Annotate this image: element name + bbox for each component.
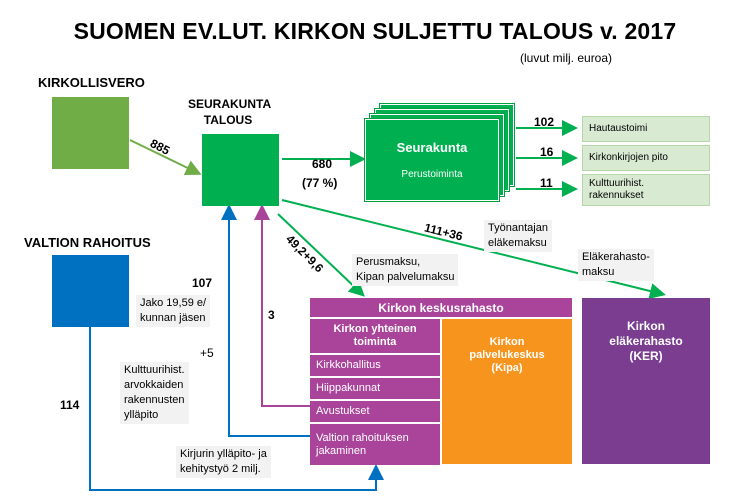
seurakunta-perustoiminta-box: Seurakunta Perustoiminta — [365, 119, 499, 201]
flow-680-pct: (77 %) — [302, 176, 338, 190]
page-title: SUOMEN EV.LUT. KIRKON SULJETTU TALOUS v.… — [73, 18, 677, 44]
arrow-3 — [254, 204, 310, 407]
arrow-49 — [277, 213, 365, 297]
kirkollisvero-box — [52, 97, 129, 169]
flow-114: 114 — [60, 398, 80, 412]
service-hautaustoimi: Hautaustoimi — [582, 116, 710, 142]
flow-16: 16 — [540, 145, 554, 159]
note-tyonantaja: Työnantajan eläkemaksu — [484, 220, 552, 252]
service-kulttuurihist: Kulttuurihist. rakennukset — [582, 174, 710, 206]
keskusrahasto-header: Kirkon keskusrahasto — [310, 298, 572, 317]
flow-5: +5 — [200, 346, 214, 360]
arrow-885 — [129, 139, 202, 175]
ker-label: Kirkon eläkerahasto (KER) — [609, 319, 683, 363]
row-kirkkohallitus: Kirkkohallitus — [310, 354, 440, 376]
note-kulttuuri: Kulttuurihist. arvokkaiden rakennusten y… — [120, 362, 189, 424]
seurakunta-talous-box — [202, 134, 279, 206]
arrow-114 — [89, 327, 384, 491]
note-perusmaksu: Perusmaksu, Kipan palvelumaksu — [352, 254, 459, 286]
row-valtion-jakaminen: Valtion rahoituksen jakaminen — [310, 423, 440, 465]
yhteinen-toiminta-header: Kirkon yhteinen toiminta — [310, 319, 440, 353]
row-avustukset: Avustukset — [310, 400, 440, 422]
kirkollisvero-label: KIRKOLLISVERO — [38, 75, 145, 90]
seurakunta-title: Seurakunta — [396, 140, 468, 155]
ker-box: Kirkon eläkerahasto (KER) — [582, 298, 710, 464]
flow-102: 102 — [534, 115, 555, 129]
flow-107: 107 — [192, 276, 213, 290]
flow-3: 3 — [268, 308, 275, 322]
note-kirjuri: Kirjurin ylläpito- ja kehitystyö 2 milj. — [176, 446, 271, 478]
note-jako: Jako 19,59 e/ kunnan jäsen — [136, 295, 211, 327]
seurakunta-talous-label: SEURAKUNTA TALOUS — [188, 97, 272, 127]
service-kirkonkirjat: Kirkonkirjojen pito — [582, 145, 710, 171]
valtion-rahoitus-box — [52, 255, 129, 327]
flow-680: 680 — [312, 157, 333, 171]
arrow-107 — [221, 204, 310, 437]
seurakunta-sub: Perustoiminta — [401, 169, 463, 180]
row-hiippakunnat: Hiippakunnat — [310, 377, 440, 399]
note-elakerahasto: Eläkerahasto- maksu — [578, 249, 654, 281]
kipa-box: Kirkon palvelukeskus (Kipa) — [442, 319, 572, 464]
kipa-label: Kirkon palvelukeskus (Kipa) — [469, 336, 545, 374]
flow-11: 11 — [540, 176, 553, 190]
page-subtitle: (luvut milj. euroa) — [520, 51, 613, 65]
valtion-rahoitus-label: VALTION RAHOITUS — [24, 235, 151, 250]
